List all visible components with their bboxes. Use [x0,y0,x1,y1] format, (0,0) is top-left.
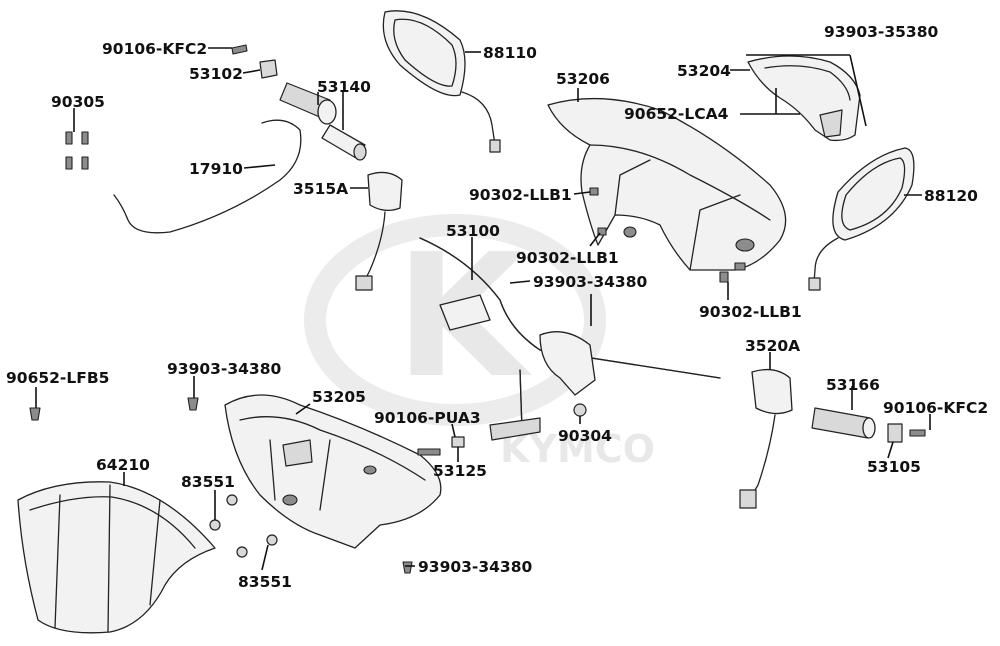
label-53204: 53204 [677,62,731,80]
label-3515a: 3515A [293,180,348,198]
label-53105: 53105 [867,458,921,476]
front-cover [224,394,442,549]
label-64210: 64210 [96,456,150,474]
label-83551-lower: 83551 [238,573,292,591]
label-53140: 53140 [317,78,371,96]
label-53102: 53102 [189,65,243,83]
label-53100: 53100 [446,222,500,240]
switch-right [739,368,793,509]
top-cover [747,55,861,142]
label-90106-pua3: 90106-PUA3 [374,409,481,427]
label-53166: 53166 [826,376,880,394]
rear-cover [547,97,787,271]
label-93903-35380: 93903-35380 [824,23,938,41]
windscreen [17,481,216,634]
label-53205: 53205 [312,388,366,406]
throttle-cable [113,119,302,234]
label-90302-llb1-lower: 90302-LLB1 [699,303,802,321]
grip-left [279,82,367,161]
label-90106-kfc2-lower: 90106-KFC2 [883,399,988,417]
label-53125: 53125 [433,462,487,480]
leader-lines [35,47,931,571]
grip-right [811,407,876,439]
label-93903-34380-handlebar: 93903-34380 [533,273,647,291]
label-17910: 17910 [189,160,243,178]
label-90302-llb1-middle: 90302-LLB1 [516,249,619,267]
part-labels: 90106-KFC2 53102 53140 90305 17910 3515A… [6,23,988,591]
label-88110: 88110 [483,44,537,62]
label-83551-upper: 83551 [181,473,235,491]
label-90652-lfb5: 90652-LFB5 [6,369,109,387]
label-90304: 90304 [558,427,612,445]
small-fasteners [29,44,926,574]
switch-left [355,171,403,291]
label-53206: 53206 [556,70,610,88]
label-93903-34380-left: 93903-34380 [167,360,281,378]
label-90106-kfc2-upper: 90106-KFC2 [102,40,207,58]
mirror-right [808,147,915,291]
label-93903-34380-bottom: 93903-34380 [418,558,532,576]
label-90652-lca4: 90652-LCA4 [624,105,729,123]
label-88120: 88120 [924,187,978,205]
label-90302-llb1-upper: 90302-LLB1 [469,186,572,204]
mirror-left [382,10,501,153]
label-90305: 90305 [51,93,105,111]
label-3520a: 3520A [745,337,800,355]
handlebar [419,237,721,441]
